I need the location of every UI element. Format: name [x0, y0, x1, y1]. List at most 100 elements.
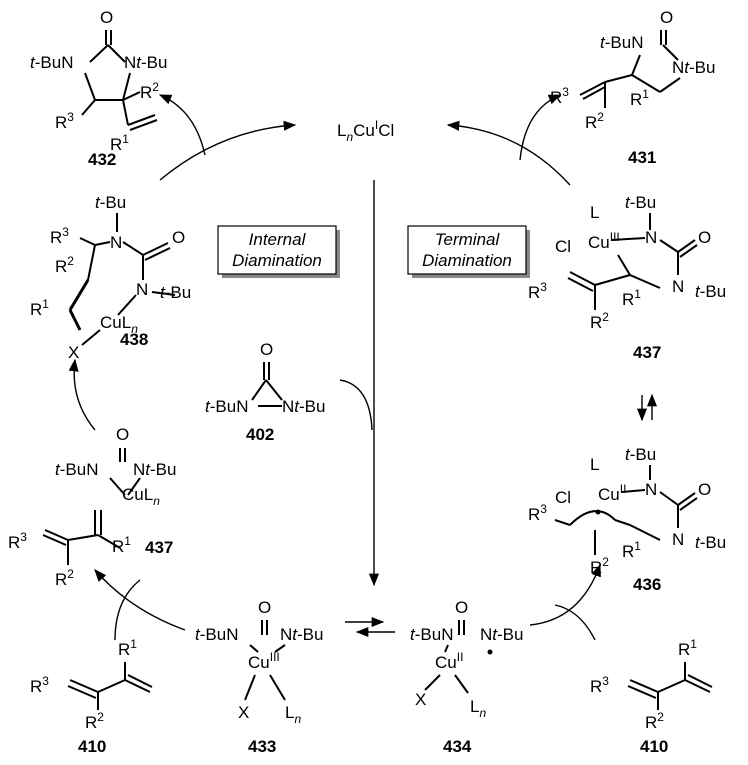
- internal-diamination-box: Internal Diamination: [217, 225, 340, 278]
- svg-text:Diamination: Diamination: [232, 251, 322, 270]
- svg-text:X: X: [415, 690, 426, 709]
- svg-text:R1: R1: [110, 132, 129, 154]
- svg-text:R1: R1: [630, 87, 649, 109]
- compound-433: O t-BuN Nt-Bu CuIII X Ln 433: [195, 598, 323, 756]
- svg-text:Ln: Ln: [470, 697, 486, 720]
- svg-text:Cl: Cl: [555, 488, 571, 507]
- label-410-left: 410: [78, 737, 106, 756]
- label-431: 431: [628, 148, 656, 167]
- svg-text:CuLn: CuLn: [122, 485, 160, 508]
- svg-text:R2: R2: [55, 254, 74, 276]
- svg-text:O: O: [172, 228, 185, 247]
- svg-text:R1: R1: [112, 534, 131, 556]
- compound-437-right: t-Bu L N Cl CuIII O N t-Bu R3 R2 R1 437: [528, 193, 726, 362]
- compound-410-right: R1 R3 R2 410: [590, 637, 713, 756]
- svg-text:t-Bu: t-Bu: [625, 193, 656, 212]
- cycle-arrows: [68, 94, 658, 641]
- svg-text:Internal: Internal: [249, 230, 307, 249]
- svg-text:R1: R1: [622, 539, 641, 561]
- svg-text:X: X: [68, 343, 79, 362]
- terminal-diamination-box: Terminal Diamination: [407, 225, 530, 278]
- svg-text:Nt-Bu: Nt-Bu: [133, 460, 176, 479]
- svg-text:O: O: [660, 8, 673, 27]
- svg-text:N: N: [672, 530, 684, 549]
- svg-text:t-BuN: t-BuN: [600, 33, 643, 52]
- svg-text:CuLn: CuLn: [100, 313, 138, 336]
- compound-402: O t-BuN Nt-Bu 402: [205, 340, 325, 444]
- svg-text:R3: R3: [30, 674, 49, 696]
- svg-text:Nt-Bu: Nt-Bu: [672, 58, 715, 77]
- svg-text:R3: R3: [50, 225, 69, 247]
- svg-text:L: L: [590, 455, 599, 474]
- svg-text:R1: R1: [30, 297, 49, 319]
- svg-text:t-BuN: t-BuN: [55, 460, 98, 479]
- svg-text:R2: R2: [55, 567, 74, 589]
- arrow-to-catalyst-left: [159, 120, 297, 181]
- compound-431: O t-BuN Nt-Bu R3 R2 R1 431: [550, 8, 715, 167]
- svg-text:O: O: [698, 480, 711, 499]
- label-437-left: 437: [145, 538, 173, 557]
- svg-text:Nt-Bu: Nt-Bu: [124, 53, 167, 72]
- svg-text:R3: R3: [8, 530, 27, 552]
- svg-text:O: O: [100, 8, 113, 27]
- label-436: 436: [633, 575, 661, 594]
- svg-text:N: N: [110, 233, 122, 252]
- arrow-410-right-enter: [554, 604, 596, 641]
- svg-text:CuIII: CuIII: [248, 650, 280, 672]
- arrow-433-to-437: [94, 569, 186, 631]
- svg-text:t-Bu: t-Bu: [160, 283, 191, 302]
- arrow-434-to-436: [529, 563, 601, 626]
- compound-432: O t-BuN Nt-Bu R2 R3 R1 432: [30, 8, 167, 169]
- svg-text:t-BuN: t-BuN: [30, 53, 73, 72]
- svg-text:t-Bu: t-Bu: [695, 533, 726, 552]
- svg-text:t-BuN: t-BuN: [205, 397, 248, 416]
- svg-text:Nt-Bu: Nt-Bu: [280, 625, 323, 644]
- arrow-402-enter: [339, 379, 373, 431]
- svg-text:R1: R1: [118, 637, 137, 659]
- svg-text:CuII: CuII: [435, 650, 463, 672]
- catalyst-label: LnCuICl: [337, 118, 394, 144]
- arrow-to-431: [519, 94, 562, 161]
- svg-text:O: O: [116, 425, 129, 444]
- svg-text:CuIII: CuIII: [588, 230, 620, 252]
- svg-text:R2: R2: [590, 310, 609, 332]
- svg-text:t-BuN: t-BuN: [410, 625, 453, 644]
- svg-text:O: O: [455, 598, 468, 617]
- svg-text:Nt-Bu: Nt-Bu: [480, 625, 523, 644]
- svg-text:R2: R2: [645, 710, 664, 732]
- compound-438: t-Bu N R3 O N t-Bu R2 R1 CuLn X 438: [30, 193, 191, 362]
- svg-text:N: N: [645, 480, 657, 499]
- svg-text:R2: R2: [140, 80, 159, 102]
- allyl-arc: [569, 510, 616, 526]
- svg-text:N: N: [136, 280, 148, 299]
- svg-text:X: X: [238, 703, 249, 722]
- label-410-right: 410: [640, 737, 668, 756]
- label-438: 438: [120, 330, 148, 349]
- svg-text:R1: R1: [678, 637, 697, 659]
- svg-text:R2: R2: [585, 110, 604, 132]
- svg-text:L: L: [590, 203, 599, 222]
- svg-text:N: N: [672, 277, 684, 296]
- svg-text:Diamination: Diamination: [422, 251, 512, 270]
- compound-436: t-Bu L N Cl CuII O N t-Bu R3 R2 R1 436: [528, 445, 726, 594]
- arrow-410-left-enter: [114, 579, 141, 641]
- svg-text:R3: R3: [590, 674, 609, 696]
- svg-text:Ln: Ln: [285, 703, 301, 726]
- label-402: 402: [246, 425, 274, 444]
- svg-text:N: N: [645, 228, 657, 247]
- svg-text:Cl: Cl: [555, 237, 571, 256]
- label-434: 434: [443, 737, 472, 756]
- svg-text:CuII: CuII: [598, 482, 626, 504]
- compound-434: O t-BuN Nt-Bu CuII X Ln 434: [410, 598, 523, 756]
- compound-410-left: R1 R3 R2 410: [30, 637, 153, 756]
- arrow-to-catalyst-right: [446, 120, 571, 186]
- svg-text:O: O: [258, 598, 271, 617]
- arrow-to-432: [158, 94, 206, 156]
- label-433: 433: [248, 737, 276, 756]
- svg-text:Terminal: Terminal: [435, 230, 501, 249]
- svg-text:Nt-Bu: Nt-Bu: [282, 397, 325, 416]
- svg-text:LnCuICl: LnCuICl: [337, 118, 394, 144]
- svg-text:R3: R3: [528, 502, 547, 524]
